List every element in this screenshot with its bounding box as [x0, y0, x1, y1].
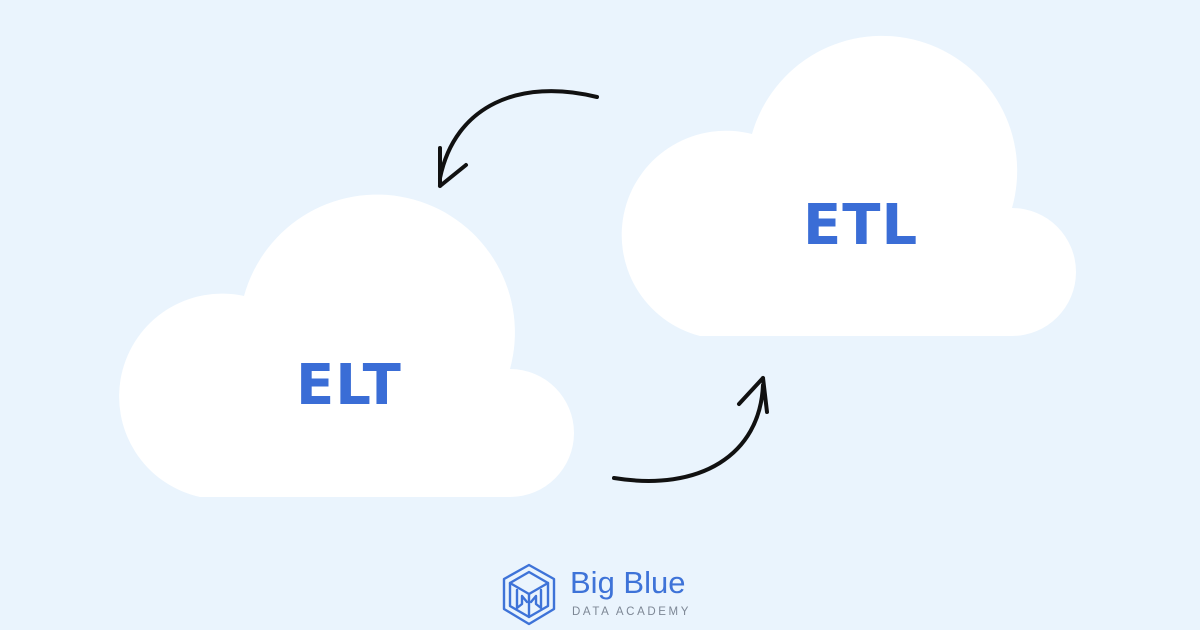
- arrow-etl-to-elt: [438, 89, 599, 188]
- cube-logo-icon: [502, 563, 556, 626]
- cloud-etl: [621, 35, 1076, 336]
- cloud-elt: [119, 194, 574, 497]
- brand-logo: Big Blue DATA ACADEMY: [500, 562, 710, 626]
- arrow-elt-to-etl: [612, 376, 769, 483]
- logo-tagline: DATA ACADEMY: [572, 606, 691, 618]
- etl-label: ETL: [803, 193, 919, 258]
- elt-label: ELT: [296, 353, 402, 418]
- logo-name: Big Blue: [570, 565, 686, 600]
